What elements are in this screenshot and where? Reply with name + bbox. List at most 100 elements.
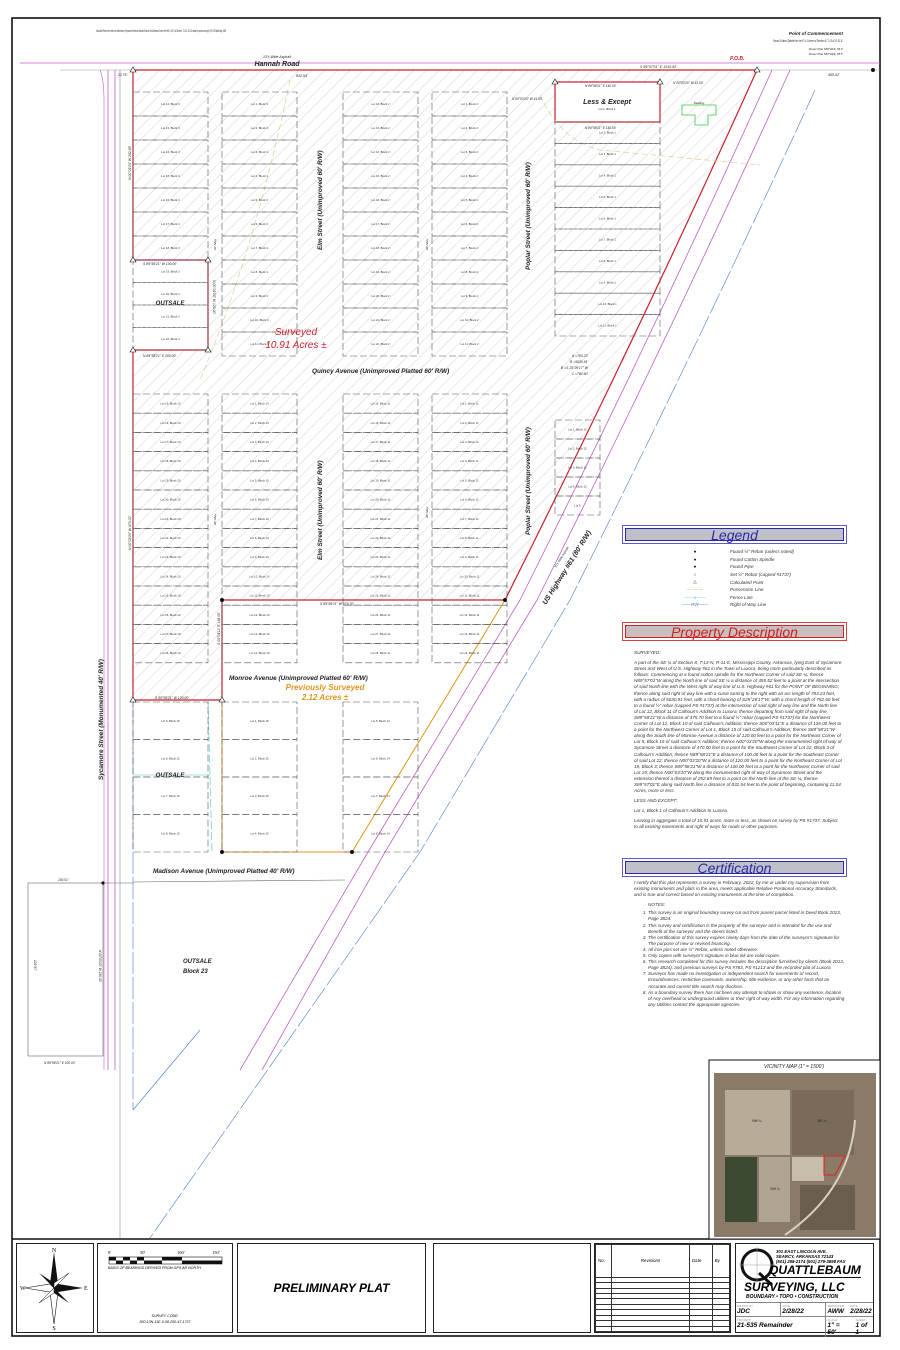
found-rebar-marker <box>220 598 224 602</box>
lot-outline <box>132 304 209 328</box>
lot-label: Lot 17, Block 11 <box>371 440 391 444</box>
note-item: Surveyor has made no investigation or in… <box>648 971 846 989</box>
revisions-header-cell: By <box>711 1244 731 1278</box>
drawn-date: 2/28/22 <box>782 1308 804 1315</box>
company-name-2: SURVEYING, LLC <box>744 1280 845 1294</box>
drawn-by-label: DRAWN BY <box>737 1304 754 1308</box>
lot-outline <box>431 283 508 309</box>
less-except-lot: Lot 1, Block 1 <box>599 107 616 111</box>
lot-outline <box>221 528 298 548</box>
lot-outline <box>221 814 298 853</box>
lot-label: Lot 7, Block 11 <box>460 517 479 521</box>
lot-outline <box>554 207 661 230</box>
legend-label: Possession Line <box>730 587 764 593</box>
block23-bottom-bearing: N 89°58'21" E 100.00' <box>44 1061 75 1065</box>
lot-label: Lot 8, Block 15 <box>161 831 180 835</box>
poplar-street-label-upper: Poplar Street (Unimproved 60' R/W) <box>525 162 532 270</box>
lot-label: Lot 13, Block 2 <box>371 126 390 130</box>
legend-symbol-icon: ○ <box>693 572 697 578</box>
lot-outline <box>221 643 298 664</box>
lot-label: Lot 25, Block 11 <box>371 594 391 598</box>
lot-label: Lot 6, Block 14 <box>371 756 390 760</box>
lot-label: Lot 14, Block 3 <box>161 150 180 154</box>
note-item: All iron pins set are ½" Rebar, unless n… <box>648 947 846 953</box>
lot-label: Lot 20, Block 11 <box>371 498 391 502</box>
lot-label: Lot 5, Block 11 <box>460 478 479 482</box>
revisions-header-cell: Revisions <box>611 1244 690 1278</box>
calculated-point-icon <box>129 66 137 73</box>
lot-label: Lot 19, Block 3 <box>161 269 180 273</box>
compass-s: S <box>52 1326 55 1331</box>
lot-outline <box>132 604 209 625</box>
lot-label: Lot 11, Block 10 <box>250 594 270 598</box>
lot-outline <box>554 495 601 516</box>
lot-outline <box>342 547 419 568</box>
lot-outline <box>431 566 508 587</box>
lot-label: Lot 5, Block 3 <box>251 198 268 202</box>
lot-label: Lot 6, Block 11 <box>460 498 479 502</box>
leaving-statement: Leaving in aggregate a total of 10.91 ac… <box>634 818 838 830</box>
notes-label: NOTES: <box>648 902 666 908</box>
revisions-header-cell: Date <box>688 1244 713 1278</box>
lot-outline <box>342 115 419 141</box>
surveyed-acres: 10.91 Acres ± <box>265 340 327 351</box>
lot-label: Lot 12, Block 10 <box>249 613 270 617</box>
lot-label: Lot 10, Block 1 <box>598 302 617 306</box>
lot-outline <box>221 739 298 778</box>
legend-header: Legend <box>622 525 847 544</box>
vicinity-site-outline <box>823 1155 846 1176</box>
lot-outline <box>342 307 419 333</box>
block23-west-distance: 229.97' <box>33 959 37 971</box>
lot-label: Lot 16, Block 2 <box>371 198 390 202</box>
vicinity-map-image <box>714 1073 876 1237</box>
lot-label: Lot 4, Block 1 <box>599 174 616 178</box>
legend-symbol-icon: ● <box>693 556 697 562</box>
survey-code-label: SURVEY CODE: <box>151 1314 179 1318</box>
monuments <box>101 68 875 885</box>
surveyed-title: Surveyed <box>275 327 318 338</box>
lot-outline <box>132 470 209 491</box>
lot-label: Lot 1, Block 12 <box>568 428 587 432</box>
block23-east-bearing: N 00°03'20" W 230.30' <box>98 950 102 982</box>
lot-label: Lot 8, Block 14 <box>371 831 390 835</box>
lot-outline <box>554 292 661 315</box>
lot-label: Lot 1, Block 10 <box>250 402 269 406</box>
lot-label: Lot 10, Block 2 <box>460 318 479 322</box>
lot-label: Lot 5, Block 1 <box>599 195 616 199</box>
lot-label: Lot 26, Block 11 <box>371 613 391 617</box>
lot-outline <box>221 283 298 309</box>
lot-outline <box>132 489 209 510</box>
lot-outline <box>342 701 419 740</box>
certification-header: Certification <box>622 858 847 877</box>
lot-label: Lot 7, Block 3 <box>251 246 268 250</box>
lot-label: Lot 4, Block 11 <box>460 459 479 463</box>
note-item: Only copies with surveyor's signature in… <box>648 953 846 959</box>
lot-outline <box>221 307 298 333</box>
lot-label: Lot 25, Block 10 <box>160 594 181 598</box>
lot-label: Lot 21, Block 10 <box>160 517 181 521</box>
lot-outline <box>221 91 298 117</box>
highway-right-of-way-line <box>149 89 816 1239</box>
lot-label: Lot 27, Block 10 <box>160 632 181 636</box>
lot-label: Lot 1, Block 11 <box>460 402 479 406</box>
lot-outline <box>431 307 508 333</box>
address-line-1: 301 EAST LINCOLN AVE. <box>776 1249 827 1254</box>
lot-label: Lot 9, Block 1 <box>599 281 616 285</box>
north-arrow-cell: N S W E <box>16 1243 94 1333</box>
lot-outline <box>221 547 298 568</box>
survey-code: 500-13N-11E-0-08-200-47-1737 <box>139 1320 191 1324</box>
south-line-bearing: S 89°58'21" W 375.70' <box>320 602 354 606</box>
company-logo-cell: 301 EAST LINCOLN AVE. SEARCY, ARKANSAS 7… <box>735 1243 874 1337</box>
lot-outline <box>221 393 298 414</box>
west-line-bearing-upper: N 00°03'20" W 252.69' <box>128 146 132 180</box>
lot-outline <box>132 327 209 351</box>
lot-outline <box>221 187 298 213</box>
legend-symbol-icon: ● <box>693 564 697 570</box>
lot-outline <box>342 163 419 189</box>
